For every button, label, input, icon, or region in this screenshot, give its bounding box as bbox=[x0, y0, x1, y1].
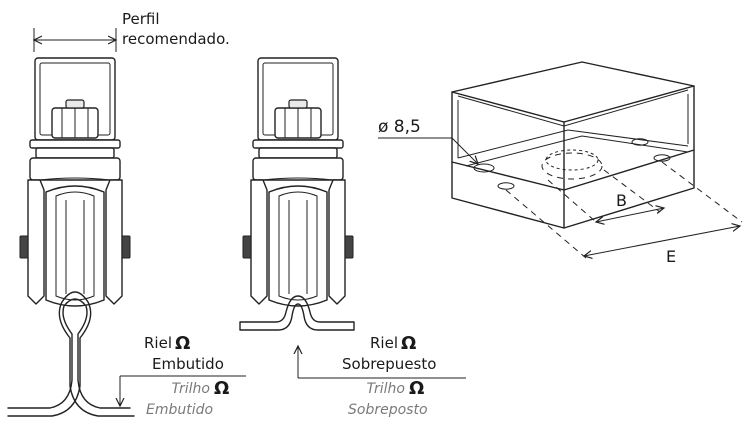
axle-nut-left bbox=[19, 235, 29, 259]
center-hole-hidden bbox=[541, 152, 603, 180]
diameter-label: ø 8,5 bbox=[378, 117, 421, 137]
fork-right-arm bbox=[105, 179, 123, 305]
axle-nut-left-2 bbox=[242, 235, 252, 259]
middle-roller-assembly bbox=[239, 57, 355, 331]
mounting-hole-1 bbox=[473, 163, 495, 173]
surface-omega-rail bbox=[239, 295, 355, 331]
dimension-e-arrow bbox=[584, 226, 740, 256]
mounting-hole-4 bbox=[653, 154, 671, 162]
dimension-e-label: E bbox=[666, 247, 676, 266]
right-rail-omega-es: Ω bbox=[401, 333, 416, 354]
callout-lines bbox=[120, 346, 466, 406]
wheel-2 bbox=[268, 185, 328, 307]
mounting-hole-2 bbox=[497, 182, 515, 190]
axle-nut-right-2 bbox=[344, 235, 354, 259]
wheel bbox=[45, 185, 105, 307]
dimension-b-arrow bbox=[596, 208, 664, 222]
fork-left-arm bbox=[27, 179, 45, 305]
dimension-b-label: B bbox=[616, 191, 627, 210]
mounting-plate-perspective bbox=[378, 61, 743, 258]
embedded-omega-rail bbox=[7, 298, 131, 409]
left-rail-omega-pt: Ω bbox=[214, 378, 229, 399]
left-roller-assembly bbox=[7, 28, 135, 417]
left-rail-es-label-2: Embutido bbox=[152, 355, 224, 373]
box-outline bbox=[451, 61, 695, 191]
left-rail-pt-label-2: Embutido bbox=[146, 402, 213, 418]
right-rail-es-label-1: Riel bbox=[370, 334, 398, 352]
perfil-label-line1: Perfil bbox=[122, 10, 160, 28]
bearing-block-2 bbox=[252, 157, 344, 181]
mounting-hole-3 bbox=[631, 138, 649, 146]
left-rail-es-label-1: Riel bbox=[144, 334, 172, 352]
left-rail-omega-es: Ω bbox=[175, 333, 190, 354]
right-rail-pt-label-1: Trilho bbox=[367, 381, 405, 397]
axle-nut-right bbox=[121, 235, 131, 259]
right-rail-es-label-2: Sobrepuesto bbox=[342, 355, 436, 373]
right-rail-omega-pt: Ω bbox=[409, 378, 424, 399]
bearing-block bbox=[29, 157, 121, 181]
right-rail-pt-label-2: Sobreposto bbox=[348, 402, 428, 418]
perfil-label-line2: recomendado. bbox=[122, 30, 230, 48]
left-rail-pt-label-1: Trilho bbox=[172, 381, 210, 397]
diameter-leader-arrow bbox=[451, 137, 478, 164]
